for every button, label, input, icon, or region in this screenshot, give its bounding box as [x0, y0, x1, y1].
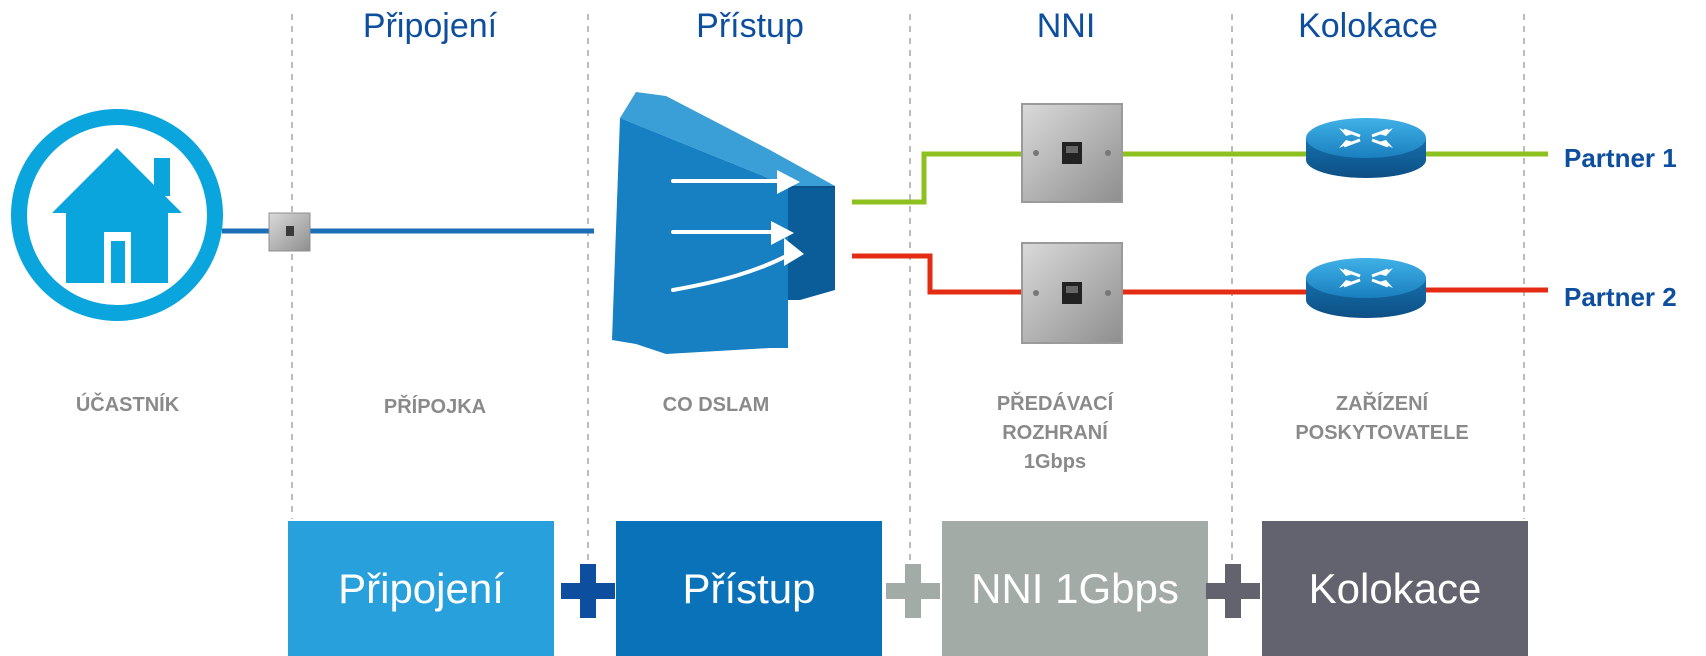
router-icon: [1306, 118, 1426, 178]
box-nni: NNI 1Gbps: [942, 521, 1208, 656]
partner-2-label: Partner 2: [1564, 282, 1677, 312]
box-label: Připojení: [338, 564, 504, 612]
caption-line: PŘEDÁVACÍ: [996, 393, 1114, 415]
caption-line: POSKYTOVATELE: [1295, 422, 1469, 444]
box-label: Kolokace: [1308, 564, 1482, 612]
caption-predavaci: PŘEDÁVACÍ ROZHRANÍ 1Gbps: [955, 390, 1155, 477]
box-kolokace: Kolokace: [1262, 521, 1528, 656]
home-icon: [11, 109, 223, 321]
box-label: Přístup: [682, 564, 816, 612]
dslam-icon: [612, 92, 835, 354]
caption-line: ÚČASTNÍK: [75, 394, 180, 416]
caption-pripojka: PŘÍPOJKA: [335, 393, 535, 422]
plus-icon: [1206, 564, 1260, 618]
wall-jack-icon: [1021, 242, 1123, 344]
box-pripojeni: Připojení: [288, 521, 554, 656]
router-icon: [1306, 258, 1426, 318]
header-kolokace: Kolokace: [1298, 7, 1438, 45]
plus-icon: [561, 564, 615, 618]
header-pristup: Přístup: [696, 7, 804, 45]
header-pripojeni: Připojení: [362, 7, 498, 45]
caption-ucastnik: ÚČASTNÍK: [30, 391, 225, 420]
caption-line: CO DSLAM: [662, 394, 770, 416]
caption-line: PŘÍPOJKA: [383, 396, 487, 418]
partner1-line: [852, 151, 1022, 205]
box-label: NNI 1Gbps: [971, 564, 1179, 612]
partner-1-label: Partner 1: [1564, 143, 1677, 173]
caption-zarizeni: ZAŘÍZENÍ POSKYTOVATELE: [1262, 390, 1502, 448]
wall-jack-icon: [268, 212, 311, 252]
caption-line: ZAŘÍZENÍ: [1335, 393, 1429, 415]
column-separators: [291, 14, 1525, 565]
wall-jack-icon: [1021, 103, 1123, 203]
caption-line: 1Gbps: [1023, 451, 1087, 473]
box-pristup: Přístup: [616, 521, 882, 656]
partner2-line: [852, 253, 1022, 295]
caption-dslam: CO DSLAM: [616, 391, 816, 420]
header-nni: NNI: [1036, 7, 1096, 45]
plus-icon: [886, 564, 940, 618]
caption-line: ROZHRANÍ: [1002, 422, 1108, 444]
